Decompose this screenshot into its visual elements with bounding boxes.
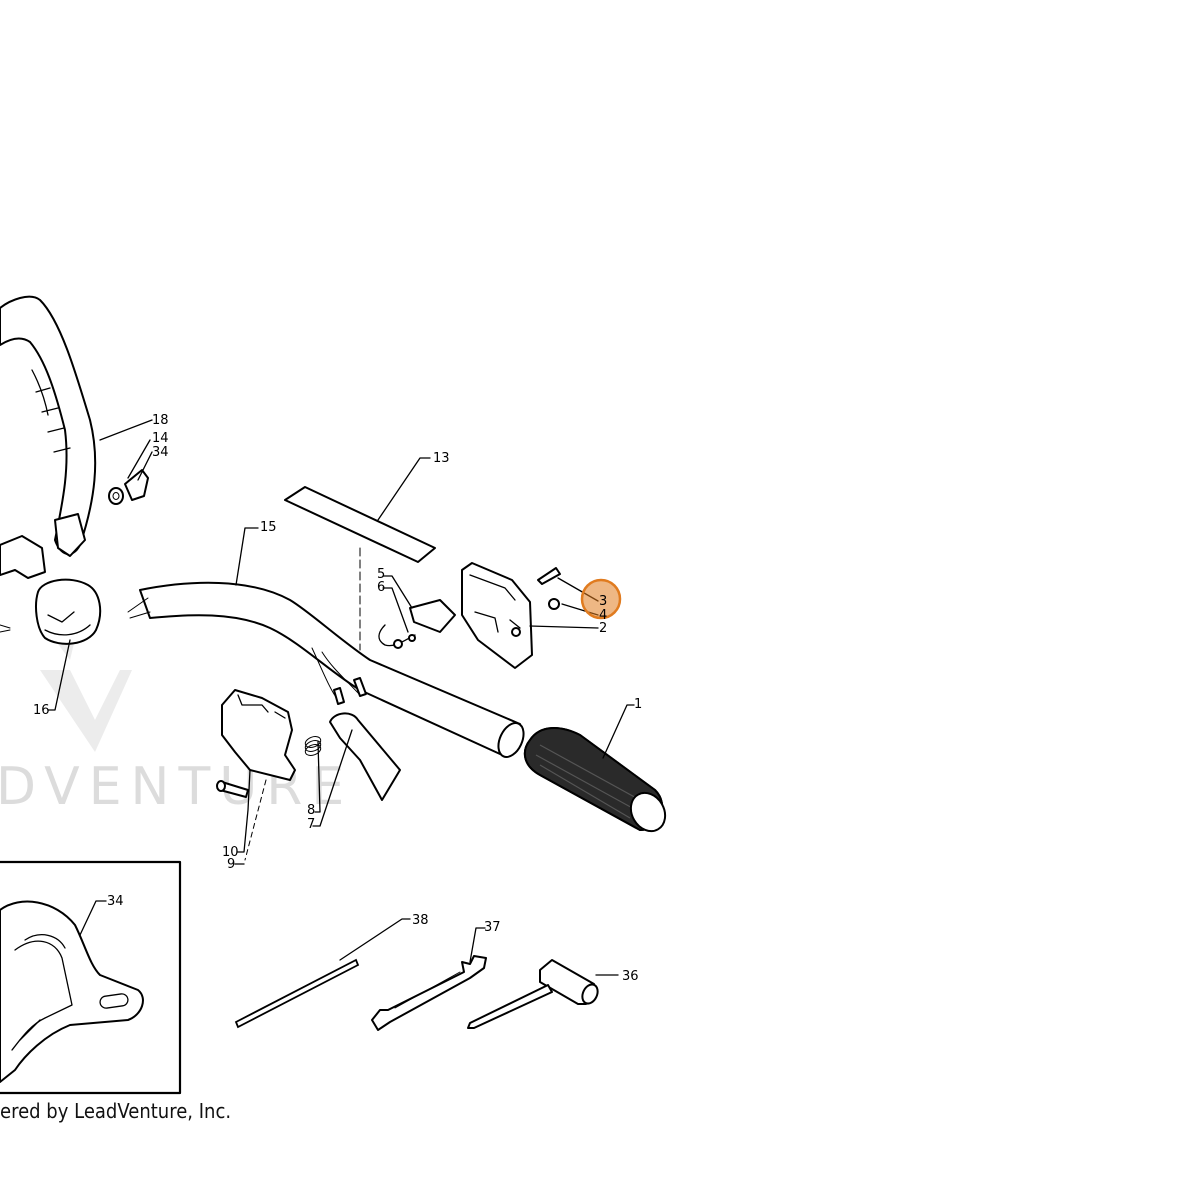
decal-13[interactable] [284, 486, 436, 563]
wrench-37[interactable] [371, 955, 487, 1031]
throttle-holder[interactable] [221, 689, 296, 781]
part-label-3[interactable]: 3 [599, 594, 607, 609]
footer-credit-text: ered by LeadVenture, Inc. [0, 1099, 232, 1123]
guard-34[interactable] [0, 900, 144, 1083]
part-label-6[interactable]: 6 [377, 580, 385, 595]
part-3-highlight-marker[interactable] [580, 578, 622, 620]
part-label-18[interactable]: 34 [152, 445, 169, 460]
spark-plug-wrench-36[interactable] [467, 959, 601, 1029]
footer-credit: ered by LeadVenture, Inc. [0, 1099, 257, 1123]
part-label-2[interactable]: 2 [599, 621, 607, 636]
part-label-16[interactable]: 16 [33, 703, 50, 718]
nut-4[interactable] [548, 598, 560, 610]
part-label-14[interactable]: 14 [152, 431, 169, 446]
screw-3[interactable] [537, 567, 561, 585]
part-label-13[interactable]: 13 [433, 451, 450, 466]
part-label-15[interactable]: 15 [260, 520, 277, 535]
part-label-10[interactable]: 10 [222, 845, 239, 860]
front-handle-17[interactable] [0, 295, 97, 557]
throttle-housing-16[interactable] [35, 578, 102, 645]
cable-end [0, 624, 11, 633]
part-label-34[interactable]: 34 [107, 894, 124, 909]
spring[interactable] [304, 735, 322, 758]
part-label-36[interactable]: 36 [622, 969, 639, 984]
bolt-9-10[interactable] [216, 780, 249, 798]
bolt-14-18[interactable] [108, 469, 149, 505]
part-label-5[interactable]: 5 [377, 567, 385, 582]
part-label-4[interactable]: 4 [599, 608, 607, 623]
switch-cover-2[interactable] [461, 562, 533, 669]
part-number-labels: 18 14 34 13 15 5 6 3 4 2 1 16 8 7 10 9 3… [33, 413, 642, 984]
part-label-8[interactable]: 8 [307, 803, 315, 818]
part-label-7[interactable]: 7 [307, 817, 315, 832]
part-label-9[interactable]: 9 [227, 857, 235, 872]
part-label-1[interactable]: 1 [634, 697, 642, 712]
shaft-tube-15[interactable] [127, 581, 529, 761]
rod-38[interactable] [234, 958, 360, 1029]
part-label-37[interactable]: 37 [484, 920, 501, 935]
grip-1[interactable] [523, 727, 672, 837]
leader-lines [47, 419, 635, 976]
part-label-38[interactable]: 38 [412, 913, 429, 928]
inset-frame [0, 860, 182, 1095]
watermark-text: DVENTURE [0, 757, 353, 817]
part-label-17[interactable]: 18 [152, 413, 169, 428]
throttle-lever-7-8[interactable] [329, 712, 401, 801]
handle-bracket[interactable] [0, 535, 46, 579]
switch-5-6[interactable] [378, 599, 456, 649]
